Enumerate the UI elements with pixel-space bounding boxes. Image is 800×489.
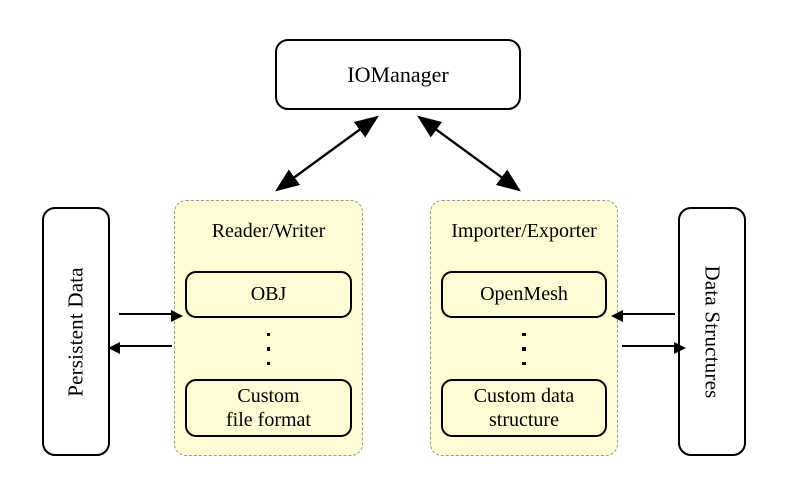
node-custom-file-format-label: Custom file format xyxy=(226,384,311,431)
ellipsis-importer-exporter xyxy=(431,329,617,369)
arrow-data-structures-to-importer-exporter xyxy=(611,309,675,322)
node-custom-file-format[interactable]: Custom file format xyxy=(185,379,352,437)
ellipsis-dot xyxy=(522,347,526,351)
node-persistent-data[interactable]: Persistent Data xyxy=(42,207,110,456)
node-iomanager-label: IOManager xyxy=(347,61,449,87)
ellipsis-dot xyxy=(266,361,271,365)
ellipsis-reader-writer xyxy=(175,329,362,369)
node-openmesh[interactable]: OpenMesh xyxy=(441,271,607,318)
connector-iomanager-importer-exporter xyxy=(417,115,521,192)
node-custom-data-structure[interactable]: Custom data structure xyxy=(441,379,607,437)
node-persistent-data-label: Persistent Data xyxy=(63,266,88,397)
panel-importer-exporter[interactable]: Importer/Exporter OpenMesh Custom data s… xyxy=(430,200,618,456)
arrow-persistent-data-to-reader-writer xyxy=(119,309,183,322)
ellipsis-dot xyxy=(266,333,271,337)
node-iomanager[interactable]: IOManager xyxy=(275,39,521,110)
panel-reader-writer-title: Reader/Writer xyxy=(211,220,326,242)
arrow-importer-exporter-to-data-structures xyxy=(622,341,686,354)
node-data-structures-label: Data Structures xyxy=(700,264,725,399)
ellipsis-dot xyxy=(266,347,271,351)
panel-reader-writer[interactable]: Reader/Writer OBJ Custom file format xyxy=(174,200,363,456)
arrow-reader-writer-to-persistent-data xyxy=(108,341,172,354)
ellipsis-dot xyxy=(522,361,526,365)
node-obj-label: OBJ xyxy=(250,283,287,306)
connector-iomanager-reader-writer xyxy=(275,115,379,192)
ellipsis-dot xyxy=(522,333,526,337)
node-openmesh-label: OpenMesh xyxy=(480,283,568,306)
node-custom-data-structure-label: Custom data structure xyxy=(473,384,575,431)
panel-importer-exporter-title: Importer/Exporter xyxy=(451,220,597,242)
node-obj[interactable]: OBJ xyxy=(185,271,352,318)
node-data-structures[interactable]: Data Structures xyxy=(678,207,746,456)
